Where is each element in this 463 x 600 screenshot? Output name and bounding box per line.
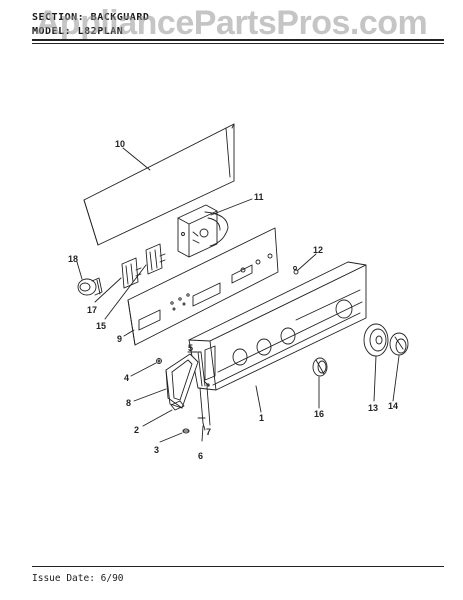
- header-rule-thick: [32, 39, 444, 41]
- leader-lines: [76, 147, 400, 443]
- part-fastener-5: [197, 351, 206, 387]
- part-switch: [77, 277, 103, 296]
- callout-7: 7: [206, 427, 211, 437]
- part-knob-small: [312, 357, 328, 377]
- part-brace-bracket: [165, 353, 199, 409]
- callout-2: 2: [134, 425, 139, 435]
- callout-1: 1: [259, 413, 264, 423]
- part-screw-3: [182, 428, 190, 434]
- part-clip: [170, 400, 185, 411]
- model-title: MODEL: L82PLAN: [32, 26, 124, 37]
- callout-10: 10: [115, 139, 125, 149]
- callout-8: 8: [126, 398, 131, 408]
- callout-4: 4: [124, 373, 129, 383]
- callout-17: 17: [87, 305, 97, 315]
- callout-11: 11: [254, 192, 264, 202]
- callout-12: 12: [313, 245, 323, 255]
- callout-15: 15: [96, 321, 106, 331]
- callout-16: 16: [314, 409, 324, 419]
- footer-rule: [32, 566, 444, 567]
- issue-date: Issue Date: 6/90: [32, 573, 124, 584]
- part-screw: [293, 269, 299, 275]
- part-knob-skirt: [363, 323, 389, 357]
- callout-14: 14: [388, 401, 398, 411]
- callout-9: 9: [117, 334, 122, 344]
- section-title: SECTION: BACKGUARD: [32, 12, 150, 23]
- part-rear-cover-panel: [83, 123, 235, 246]
- part-knob-large: [389, 332, 409, 356]
- callout-18: 18: [68, 254, 78, 264]
- watermark: AppliancePartsPros.com: [35, 4, 428, 42]
- callout-6: 6: [198, 451, 203, 461]
- part-timer-bracket: [177, 204, 229, 258]
- part-control-panel: [127, 227, 297, 346]
- callout-5: 5: [188, 343, 193, 353]
- header-rule-thin: [32, 43, 444, 44]
- part-fastener-7: [203, 380, 210, 387]
- callout-13: 13: [368, 403, 378, 413]
- part-backguard-console: [188, 261, 367, 391]
- callout-3: 3: [154, 445, 159, 455]
- part-nut: [156, 358, 162, 364]
- part-rod: [197, 387, 206, 431]
- part-push-button-switch-b: [145, 243, 166, 275]
